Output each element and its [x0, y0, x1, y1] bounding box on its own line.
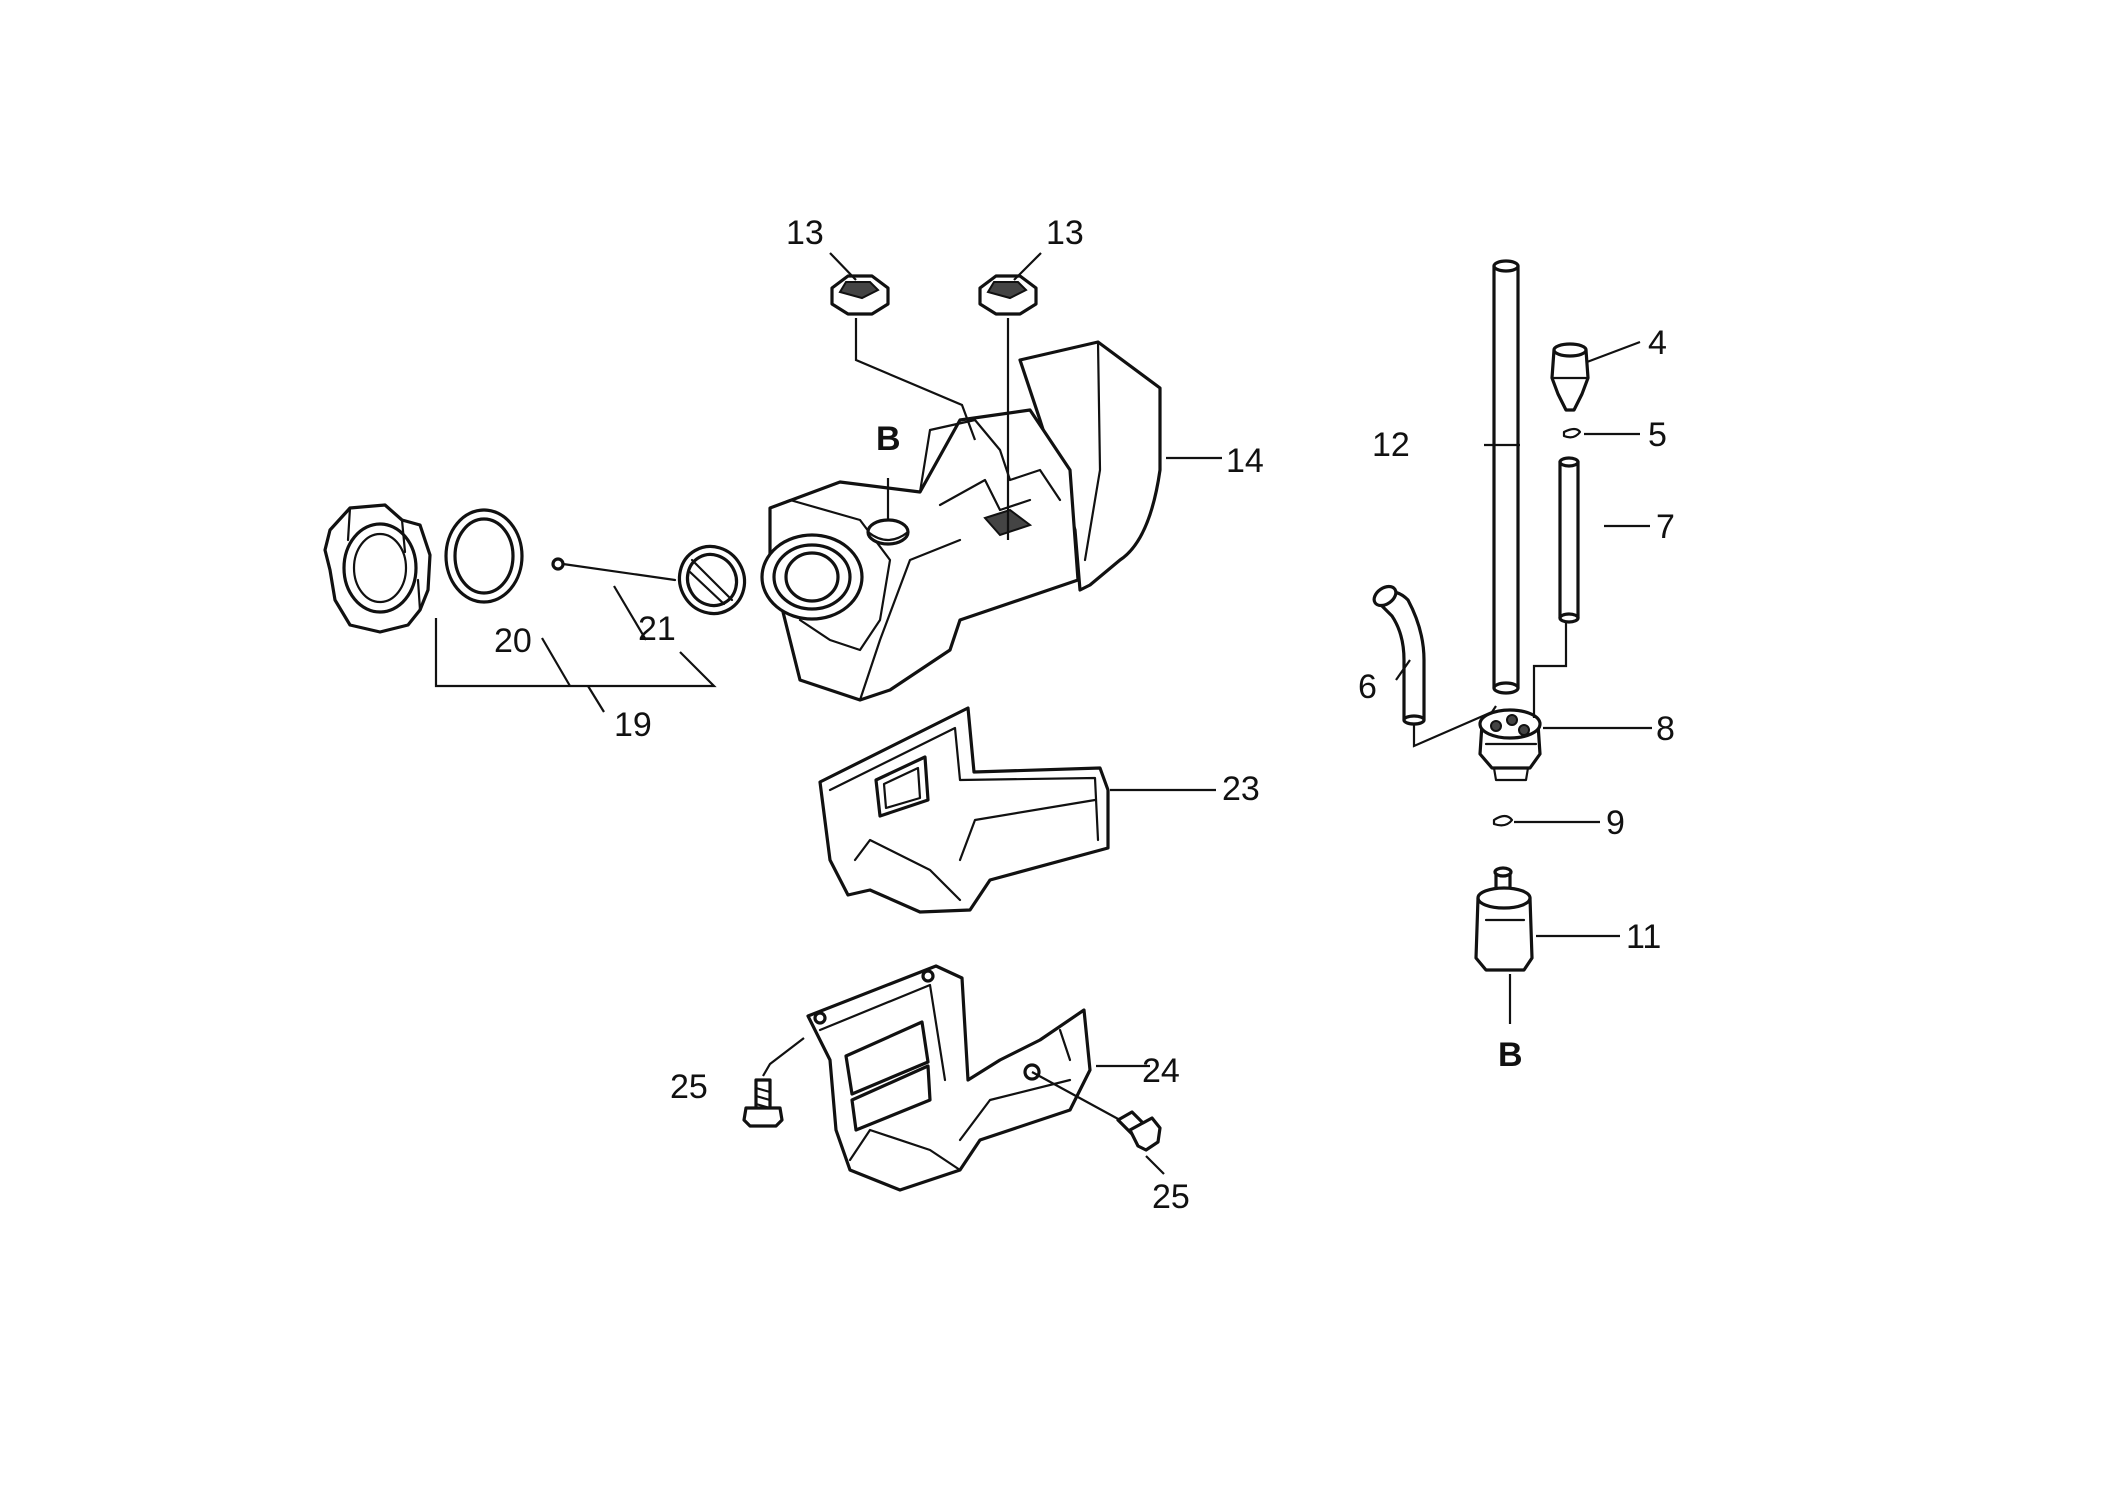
part-20-cap-gasket [444, 508, 524, 604]
callout-8: 8 [1656, 710, 1675, 748]
part-8-grommet [1478, 708, 1542, 782]
part-9-clip [1492, 814, 1514, 827]
part-12-fuel-tube-long [1492, 259, 1520, 695]
part-19-fuel-cap [323, 503, 432, 634]
callout-5: 5 [1648, 416, 1667, 454]
callout-4: 4 [1648, 324, 1667, 362]
callout-13-right: 13 [1046, 214, 1084, 252]
callout-13-left: 13 [786, 214, 824, 252]
part-6-fuel-tube-bent [1372, 584, 1426, 726]
callout-9: 9 [1606, 804, 1625, 842]
part-11-fuel-filter [1474, 866, 1534, 972]
callout-20: 20 [494, 622, 532, 660]
callout-b-filter: B [1498, 1036, 1523, 1074]
callout-23: 23 [1222, 770, 1260, 808]
part-14-fuel-tank [760, 340, 1162, 702]
callout-11: 11 [1626, 918, 1661, 956]
part-7-fuel-tube-short [1558, 456, 1580, 624]
part-25-screw-right [1116, 1110, 1162, 1152]
callout-12: 12 [1372, 426, 1410, 464]
callout-6: 6 [1358, 668, 1377, 706]
callout-24: 24 [1142, 1052, 1180, 1090]
part-23-tank-guard [818, 706, 1110, 914]
callout-7: 7 [1656, 508, 1675, 546]
part-21-fuel-filter-strainer [551, 544, 747, 616]
part-25-screw-left [742, 1078, 784, 1128]
leader-lines [434, 252, 1652, 1175]
callout-b-tank: B [876, 420, 901, 458]
part-24-lower-guard [806, 964, 1092, 1192]
callout-21: 21 [638, 610, 676, 648]
part-4-vent-plug [1550, 342, 1590, 412]
callout-25-left: 25 [670, 1068, 708, 1106]
part-5-clip [1562, 427, 1582, 439]
callout-14: 14 [1226, 442, 1264, 480]
part-13-cushion-right [978, 274, 1038, 316]
callout-25-right: 25 [1152, 1178, 1190, 1216]
part-13-cushion-left [830, 274, 890, 316]
callout-19: 19 [614, 706, 652, 744]
